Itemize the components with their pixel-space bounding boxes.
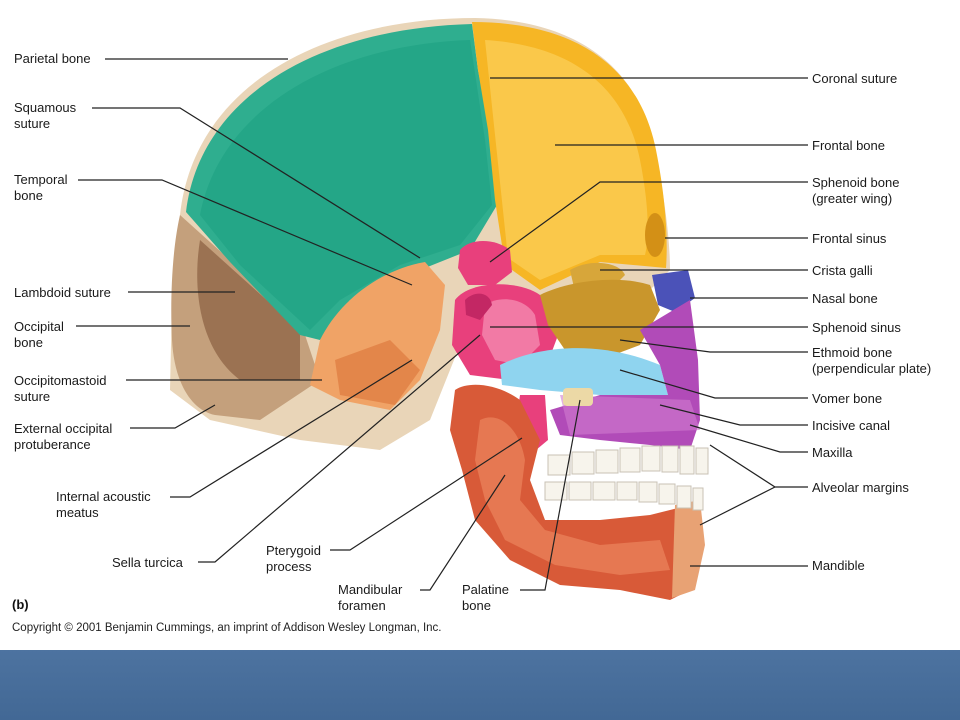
label-occipitomastoid-suture: Occipitomastoid suture [14,373,107,404]
label-squamous-suture: Squamous suture [14,100,77,131]
footer-bar [0,650,960,720]
mandible-cut-face [672,500,705,598]
label-maxilla: Maxilla [812,445,853,460]
label-crista-galli: Crista galli [812,263,873,278]
slide: Parietal bone Squamous suture Temporal b… [12,18,932,634]
sphenoid-sinus-shape [482,299,540,365]
copyright-text: Copyright © 2001 Benjamin Cummings, an i… [12,622,442,634]
label-temporal-bone: Temporal bone [14,172,68,203]
label-nasal-bone: Nasal bone [812,291,878,306]
mandible-inner [475,417,670,575]
upper-teeth [547,445,709,476]
sella-shape [465,293,492,320]
label-internal-acoustic-meatus: Internal acoustic meatus [56,489,151,520]
panel-label: (b) [12,597,29,612]
lower-teeth [544,481,704,511]
label-mandible: Mandible [812,558,865,573]
label-mandibular-foramen: Mandibular foramen [338,582,403,613]
frontal-sinus-shape [645,213,665,257]
label-sella-turcica: Sella turcica [112,555,183,570]
leader-lines [76,58,808,591]
label-frontal-bone: Frontal bone [812,138,885,153]
label-sphenoid-sinus: Sphenoid sinus [812,320,901,335]
temporal-dark [335,340,420,405]
label-occipital-bone: Occipital bone [14,319,64,350]
palate-shape [560,395,700,435]
label-ethmoid-bone: Ethmoid bone (perpendicular plate) [812,345,932,376]
nasal-bone-shape [652,270,695,312]
sphenoid-wing-shape [458,241,512,285]
label-lambdoid-suture: Lambdoid suture [14,285,111,300]
label-incisive-canal: Incisive canal [812,418,891,433]
ethmoid-bone-shape [540,279,660,360]
label-alveolar-margins: Alveolar margins [812,480,909,495]
label-external-occipital-protuberance: External occipital protuberance [14,421,113,452]
palatine-bone-shape [563,388,593,406]
skull-illustration [76,18,808,600]
label-pterygoid-process: Pterygoid process [266,543,321,574]
label-sphenoid-bone: Sphenoid bone (greater wing) [812,175,900,206]
vomer-bone-shape [500,348,668,395]
label-parietal-bone: Parietal bone [14,51,91,66]
label-vomer-bone: Vomer bone [812,391,883,406]
label-frontal-sinus: Frontal sinus [812,231,887,246]
occipital-inner [197,240,300,380]
frontal-inner [485,40,648,280]
label-palatine-bone: Palatine bone [462,582,509,613]
label-coronal-suture: Coronal suture [812,71,898,86]
